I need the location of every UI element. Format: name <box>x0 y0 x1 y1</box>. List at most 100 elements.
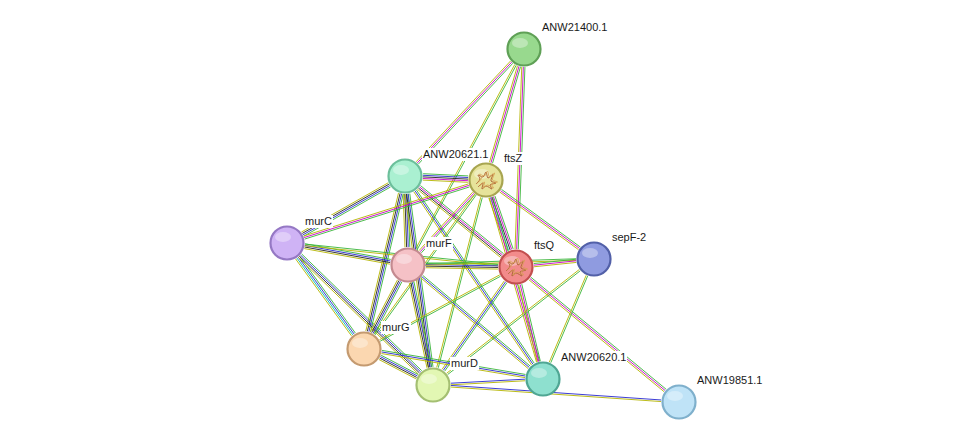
node-circle <box>506 31 542 67</box>
evidence-line <box>445 283 507 372</box>
evidence-line <box>551 276 588 363</box>
evidence-line <box>493 67 521 163</box>
evidence-line <box>491 66 519 162</box>
evidence-line <box>305 247 391 263</box>
evidence-line <box>380 357 417 376</box>
node-circle <box>468 162 504 198</box>
evidence-line <box>379 359 416 378</box>
interaction-edge <box>296 256 356 336</box>
evidence-line <box>414 192 532 365</box>
evidence-line <box>304 249 390 265</box>
evidence-line <box>303 186 390 235</box>
evidence-line <box>421 278 528 369</box>
interaction-edge <box>519 284 541 362</box>
evidence-line <box>379 275 499 340</box>
evidence-line <box>522 284 541 361</box>
node-circle <box>525 361 561 397</box>
protein-node: ANW20620.1 <box>525 361 561 397</box>
node-circle <box>390 247 426 283</box>
interaction-edge <box>442 281 507 371</box>
node-label: ANW21400.1 <box>541 21 608 34</box>
evidence-line <box>451 381 525 385</box>
evidence-line <box>411 283 429 368</box>
evidence-line <box>420 193 474 251</box>
interaction-edge <box>423 174 468 183</box>
evidence-line <box>489 66 517 162</box>
evidence-line <box>423 180 468 182</box>
protein-node: ftsQ <box>498 249 534 285</box>
evidence-line <box>443 282 505 371</box>
evidence-line <box>298 257 354 334</box>
evidence-line <box>297 258 353 335</box>
node-label: ANW19851.1 <box>696 374 763 387</box>
node-label: sepF-2 <box>611 231 647 244</box>
evidence-line <box>304 185 469 237</box>
node-circle <box>661 384 697 420</box>
evidence-line <box>426 268 498 269</box>
node-circle <box>498 249 534 285</box>
node-label: ftsZ <box>503 152 523 165</box>
protein-node: murD <box>415 367 451 403</box>
evidence-line <box>426 266 498 267</box>
evidence-line <box>418 63 512 164</box>
node-label: murD <box>450 357 479 370</box>
protein-node: ANW21400.1 <box>506 31 542 67</box>
evidence-line <box>549 275 586 362</box>
evidence-line <box>412 282 430 367</box>
node-circle <box>576 241 612 277</box>
interaction-edge <box>414 190 534 365</box>
protein-node: murC <box>269 225 305 261</box>
node-circle <box>346 331 382 367</box>
protein-node: ANW20621.1 <box>387 158 423 194</box>
evidence-line <box>403 194 405 247</box>
evidence-line <box>381 355 418 374</box>
evidence-line <box>437 197 481 367</box>
evidence-line <box>438 198 482 368</box>
node-label: ANW20620.1 <box>560 351 627 364</box>
interaction-edge <box>549 275 587 362</box>
evidence-line <box>416 61 510 162</box>
evidence-line <box>305 187 470 239</box>
node-circle <box>387 158 423 194</box>
evidence-line <box>380 358 417 377</box>
evidence-line <box>419 192 473 250</box>
interaction-edge <box>419 192 475 253</box>
interaction-edge <box>304 184 470 239</box>
interaction-edge <box>489 66 520 163</box>
protein-node: sepF-2 <box>576 241 612 277</box>
interaction-edge <box>381 350 525 377</box>
node-circle <box>415 367 451 403</box>
evidence-line <box>296 259 352 336</box>
interaction-edge <box>451 379 525 385</box>
evidence-line <box>493 196 511 249</box>
protein-node: ANW19851.1 <box>661 384 697 420</box>
node-label: murC <box>304 215 333 228</box>
protein-node: murG <box>346 331 382 367</box>
node-label: murG <box>381 321 411 334</box>
evidence-line <box>304 187 391 236</box>
evidence-line <box>416 190 534 363</box>
interaction-edge <box>379 275 500 341</box>
evidence-line <box>442 281 504 370</box>
interaction-edge <box>301 183 390 236</box>
evidence-line <box>414 282 432 367</box>
evidence-line <box>300 256 356 333</box>
protein-node: ftsZ <box>468 162 504 198</box>
evidence-line <box>382 352 525 376</box>
evidence-line <box>421 194 475 252</box>
evidence-line <box>382 350 525 374</box>
evidence-line <box>519 285 538 362</box>
node-label: ANW20621.1 <box>422 148 489 161</box>
node-circle <box>269 225 305 261</box>
protein-node: murF <box>390 247 426 283</box>
evidence-line <box>534 262 576 266</box>
node-label: ftsQ <box>533 239 555 252</box>
interaction-edge <box>489 197 539 362</box>
evidence-line <box>415 191 533 364</box>
interaction-edge <box>409 282 431 368</box>
evidence-line <box>381 354 524 378</box>
evidence-line <box>520 284 539 361</box>
